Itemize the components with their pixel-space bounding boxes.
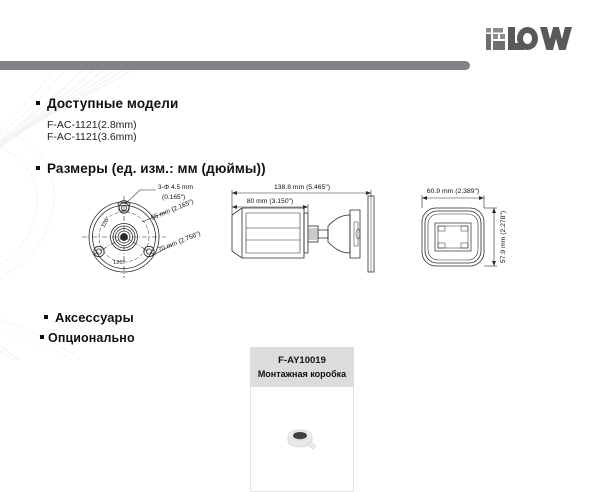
section-accessories: Аксессуары bbox=[44, 310, 134, 325]
junction-box-icon bbox=[287, 429, 317, 449]
label-outer-diameter: 70 mm (2.756") bbox=[157, 230, 202, 253]
section-title-optional: Опционально bbox=[40, 331, 135, 345]
label-rear-width: 60.9 mm (2.389") bbox=[427, 188, 479, 195]
section-title-dimensions: Размеры (ед. изм.: мм (дюймы)) bbox=[36, 161, 266, 176]
label-body-length: 80 mm (3.150") bbox=[247, 198, 294, 205]
section-available-models: Доступные модели F-AC-1121(2.8mm) F-AC-1… bbox=[36, 96, 178, 143]
flow-logo-icon bbox=[486, 27, 572, 50]
accessory-code: F-AY10019 bbox=[278, 355, 326, 366]
bullet-icon bbox=[44, 315, 48, 320]
bullet-icon bbox=[36, 165, 40, 170]
accessory-name: Монтажная коробка bbox=[257, 369, 347, 379]
section-optional: Опционально bbox=[40, 331, 135, 345]
section-title-models: Доступные модели bbox=[36, 96, 178, 111]
drawing-rear-face: 60.9 mm (2.389") 57.9 mm (2.278") bbox=[421, 188, 507, 267]
label-holes-inch: (0.165") bbox=[162, 194, 185, 201]
section-title-accessories: Аксессуары bbox=[44, 310, 134, 325]
accessory-card-header: F-AY10019 Монтажная коробка bbox=[250, 347, 354, 387]
label-angle-left: 120° bbox=[101, 216, 112, 229]
label-bolt-circle: 55 mm (2.165") bbox=[150, 198, 195, 221]
brand-logo bbox=[486, 24, 578, 54]
drawing-front-mount-base: 3-Φ 4.5 mm (0.165") 55 mm (2.165") 70 mm… bbox=[82, 184, 202, 278]
label-angle-bottom: 120° bbox=[113, 260, 125, 266]
header-divider-bar bbox=[0, 61, 470, 70]
label-holes: 3-Φ 4.5 mm bbox=[158, 184, 193, 191]
accessory-image bbox=[250, 387, 354, 492]
bullet-icon bbox=[40, 335, 44, 340]
model-item: F-AC-1121(2.8mm) bbox=[47, 119, 137, 131]
label-total-length: 138.8 mm (5.465") bbox=[274, 184, 330, 191]
label-rear-height: 57.9 mm (2.278") bbox=[500, 211, 507, 263]
section-dimensions: Размеры (ед. изм.: мм (дюймы)) bbox=[36, 161, 266, 176]
bullet-icon bbox=[36, 100, 40, 105]
drawing-side-profile: 138.8 mm (5.465") 80 mm (3.150") bbox=[231, 184, 375, 273]
model-item: F-AC-1121(3.6mm) bbox=[47, 131, 137, 143]
